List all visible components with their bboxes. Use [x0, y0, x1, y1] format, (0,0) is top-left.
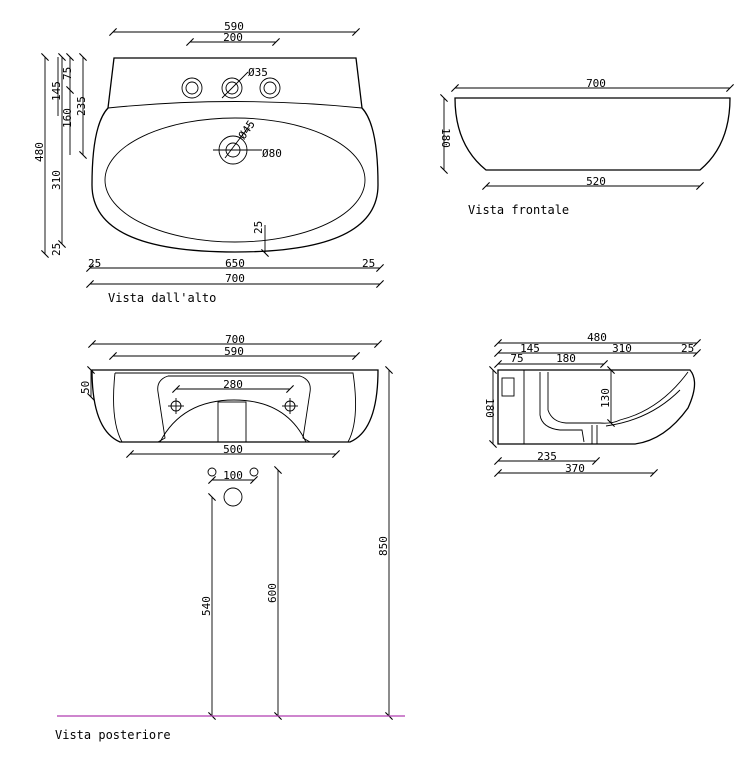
dim-280: 280 [223, 378, 243, 391]
dim-25-side: 25 [681, 342, 694, 355]
dim-520: 520 [586, 175, 606, 188]
dim-850: 850 [377, 536, 390, 556]
dim-180-side-h: 180 [483, 398, 496, 418]
side-overflow-slot [501, 377, 515, 397]
rear-drain-hole [223, 487, 243, 507]
tap-hole-center [221, 77, 243, 99]
rear-fixing-hole-left [168, 398, 184, 414]
side-section: 480 145 310 25 75 180 180 130 235 370 [483, 331, 701, 477]
dim-50: 50 [79, 381, 92, 394]
d35-leader [221, 71, 249, 99]
dim-25-right-bottom: 25 [362, 257, 375, 270]
dim-130: 130 [599, 388, 612, 408]
dim-650: 650 [225, 257, 245, 270]
dim-480-side: 480 [587, 331, 607, 344]
dim-480: 480 [33, 142, 46, 162]
dim-200: 200 [223, 31, 243, 44]
caption-top-view: Vista dall'alto [108, 291, 216, 305]
dim-700-front: 700 [586, 77, 606, 90]
dim-235-side: 235 [537, 450, 557, 463]
tap-hole-left [181, 77, 203, 99]
front-view: 700 180 520 Vista frontale [439, 77, 734, 217]
top-view-basin-outline [91, 57, 379, 253]
rear-view-drain-block [217, 401, 247, 443]
dim-180-side-w: 180 [556, 352, 576, 365]
rear-view-outline [91, 369, 379, 443]
rear-pipe-hole-left [207, 467, 217, 477]
dim-310-side: 310 [612, 342, 632, 355]
dim-75: 75 [61, 67, 74, 80]
dim-590-rear: 590 [224, 345, 244, 358]
rear-view: 700 590 50 280 500 100 540 600 850 Vista… [55, 333, 405, 742]
dim-370: 370 [565, 462, 585, 475]
dim-d80: Ø80 [262, 147, 282, 160]
dim-590: 590 [224, 20, 244, 33]
side-section-outline [497, 369, 696, 445]
dim-100: 100 [223, 469, 243, 482]
rear-fixing-hole-right [282, 398, 298, 414]
dim-d35: Ø35 [248, 66, 268, 79]
top-view: 590 200 Ø35 Ø45 Ø80 25 480 310 145 75 16… [33, 20, 384, 305]
dim-75-side: 75 [510, 352, 523, 365]
dim-500: 500 [223, 443, 243, 456]
dim-25-left: 25 [50, 243, 63, 256]
caption-front-view: Vista frontale [468, 203, 569, 217]
caption-rear-view: Vista posteriore [55, 728, 171, 742]
dim-180-front: 180 [439, 128, 452, 148]
dim-700-top: 700 [225, 272, 245, 285]
dim-d45: Ø45 [236, 118, 258, 142]
dim-25-bottom: 25 [252, 221, 265, 234]
side-wall-panel [497, 369, 525, 445]
tap-hole-right [259, 77, 281, 99]
dim-700-rear: 700 [225, 333, 245, 346]
dim-235: 235 [75, 96, 88, 116]
dim-25-left-bottom: 25 [88, 257, 101, 270]
rear-view-bracket [157, 375, 311, 443]
top-view-rim-line [107, 101, 363, 109]
dim-145: 145 [50, 81, 63, 101]
top-view-bowl [104, 117, 366, 243]
dim-145-side: 145 [520, 342, 540, 355]
dim-540: 540 [200, 596, 213, 616]
front-view-outline [454, 97, 731, 171]
rear-pipe-hole-right [249, 467, 259, 477]
dim-160: 160 [61, 108, 74, 128]
rear-view-siphon-arch [159, 399, 307, 443]
dim-600: 600 [266, 583, 279, 603]
dim-310: 310 [50, 170, 63, 190]
drain [213, 124, 262, 165]
rear-view-back-panel [113, 372, 357, 443]
